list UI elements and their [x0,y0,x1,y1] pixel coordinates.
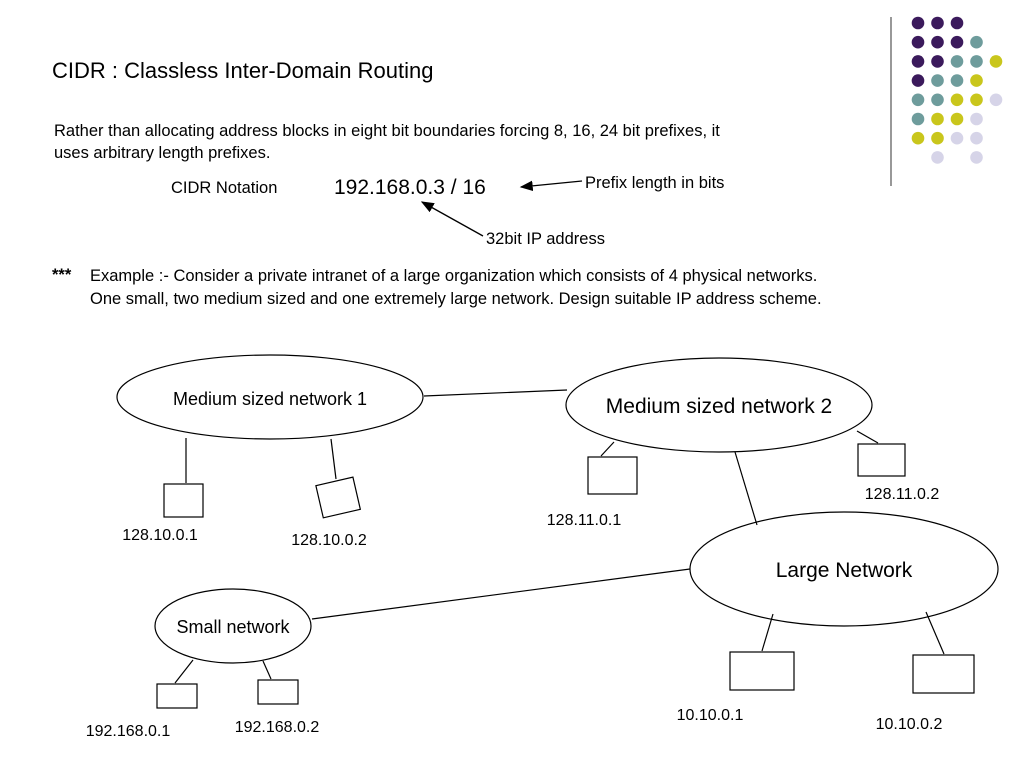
host-link [856,430,879,444]
decorative-dot [950,131,964,145]
host-link [174,659,194,684]
intro-line-1: Rather than allocating address blocks in… [54,122,720,140]
network-large [689,511,999,627]
decorative-dot [911,112,925,126]
link-medium1-medium2 [423,389,568,397]
host-box [257,679,299,705]
host-box [729,651,795,691]
example-line-2: One small, two medium sized and one extr… [90,290,822,308]
decorative-dot [931,151,944,164]
decorative-dot-grid [890,16,1003,186]
host-address: 128.11.0.1 [547,512,622,529]
network-small [154,588,312,664]
network-medium-2-label: Medium sized network 2 [606,395,832,418]
decorative-dot [911,74,925,87]
decorative-dot [911,55,925,68]
decorative-dot [950,16,964,30]
host-link [761,613,774,652]
decorative-dot [950,35,964,49]
host-address: 10.10.0.1 [677,707,744,724]
host-box [857,443,906,477]
decorative-dot [950,112,964,126]
intro-paragraph: Rather than allocating address blocks in… [54,120,874,164]
host-address: 128.11.0.2 [865,486,940,503]
example-line-1: Example :- Consider a private intranet o… [90,267,818,285]
intro-line-2: uses arbitrary length prefixes. [54,144,271,162]
network-medium-1 [116,354,424,440]
decorative-dot [931,35,944,49]
example-marker: *** [52,266,72,284]
decorative-dot [950,74,964,87]
network-medium-1-label: Medium sized network 1 [173,389,367,409]
host-box [912,654,975,694]
decorative-dot [911,16,925,30]
host-link [330,438,337,480]
network-small-label: Small network [176,617,290,637]
host-link [600,441,615,457]
ip-address-annotation: 32bit IP address [486,230,605,248]
example-paragraph: Example :- Consider a private intranet o… [90,265,990,311]
decorative-dot [931,74,944,87]
host-address: 128.10.0.2 [291,532,367,549]
decorative-dot [911,131,925,145]
decorative-dot [911,93,925,107]
notation-arrows [420,180,583,237]
decorative-dot [950,93,964,107]
host-box [315,476,362,519]
page-title: CIDR : Classless Inter-Domain Routing [52,58,434,83]
host-box [587,456,638,495]
decorative-dot [970,112,983,126]
host-box [163,483,204,518]
decorative-dot [989,93,1003,107]
decorative-dot [931,55,944,68]
prefix-arrow [519,180,583,192]
decorative-dot [970,131,983,145]
decorative-dot [970,74,983,87]
decorative-dot [989,55,1003,68]
host-address: 192.168.0.2 [235,719,320,736]
decorative-dot [970,55,983,68]
decorative-dot [950,55,964,68]
decorative-dot [970,93,983,107]
decorative-dot [931,16,944,30]
decorative-dot [931,112,944,126]
prefix-length-annotation: Prefix length in bits [585,174,725,192]
decorative-dot [970,151,983,164]
network-medium-2 [565,357,873,453]
host-address: 192.168.0.1 [86,723,171,740]
decorative-dot [970,35,983,49]
cidr-notation-label: CIDR Notation [171,179,278,197]
decorative-dot [931,131,944,145]
host-link [262,660,272,680]
host-box [156,683,198,709]
decorative-dot [911,35,925,49]
host-address: 10.10.0.2 [876,716,943,733]
decorative-dot [931,93,944,107]
host-link [925,611,945,655]
cidr-expression: 192.168.0.3 / 16 [334,176,486,199]
link-medium2-large [734,451,758,526]
host-address: 128.10.0.1 [122,527,198,544]
network-large-label: Large Network [776,559,913,582]
address-arrow [420,201,484,237]
link-small-large [311,568,691,620]
